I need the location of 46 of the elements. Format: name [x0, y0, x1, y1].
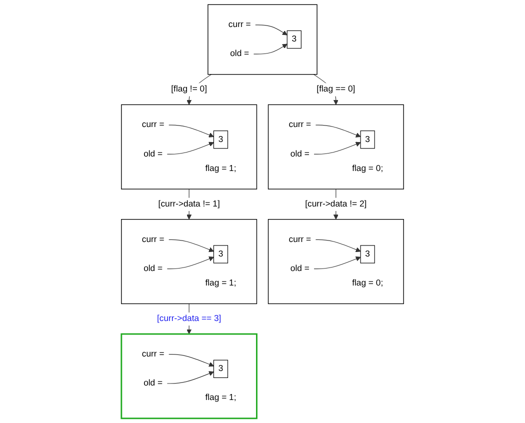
node-text: old = [144, 263, 163, 274]
edge-label: [curr->data == 3] [156, 314, 222, 324]
edge-label: [curr->data != 1] [158, 198, 220, 209]
edge-label: [curr->data != 2] [305, 198, 367, 209]
arrow [315, 239, 361, 252]
cluster [268, 219, 404, 304]
node-text: old = [290, 148, 310, 159]
cluster [121, 104, 258, 190]
arrow [168, 124, 214, 138]
node-text: curr = [288, 234, 312, 244]
node-text: flag = 1; [205, 392, 236, 403]
node-box: 3 [360, 245, 375, 264]
node-box: 3 [213, 245, 228, 264]
arrow [168, 354, 214, 367]
node-text: curr = [142, 120, 164, 130]
node-text: old = [144, 148, 163, 159]
node-box: 3 [213, 360, 228, 378]
node-box: 3 [213, 130, 228, 149]
arrow [314, 256, 361, 270]
node-text: curr = [142, 234, 164, 244]
node-text: flag = 1; [205, 163, 236, 174]
edge-label: [flag == 0] [316, 84, 356, 94]
node-text: curr = [228, 20, 251, 30]
node-text: old = [290, 263, 310, 274]
node-text: flag = 0; [352, 278, 384, 288]
arrow [315, 124, 361, 138]
node-box: 3 [360, 130, 375, 149]
arrow [314, 142, 361, 154]
arrow [166, 371, 214, 384]
node-text: flag = 1; [205, 278, 236, 288]
arrow [253, 44, 288, 54]
node-text: old = [144, 378, 163, 388]
arrow [255, 24, 288, 36]
cluster [121, 219, 258, 304]
edge-label: [flag != 0] [171, 84, 207, 94]
arrow [168, 239, 214, 252]
node-text: flag = 0; [352, 163, 384, 174]
node-text: curr = [288, 120, 312, 130]
node-text: curr = [142, 349, 164, 359]
node-box: 3 [286, 30, 302, 49]
arrow [166, 256, 214, 270]
cluster [208, 4, 318, 75]
cluster [268, 104, 404, 190]
node-text: old = [230, 48, 250, 59]
cluster [120, 333, 258, 420]
arrow [166, 142, 214, 154]
